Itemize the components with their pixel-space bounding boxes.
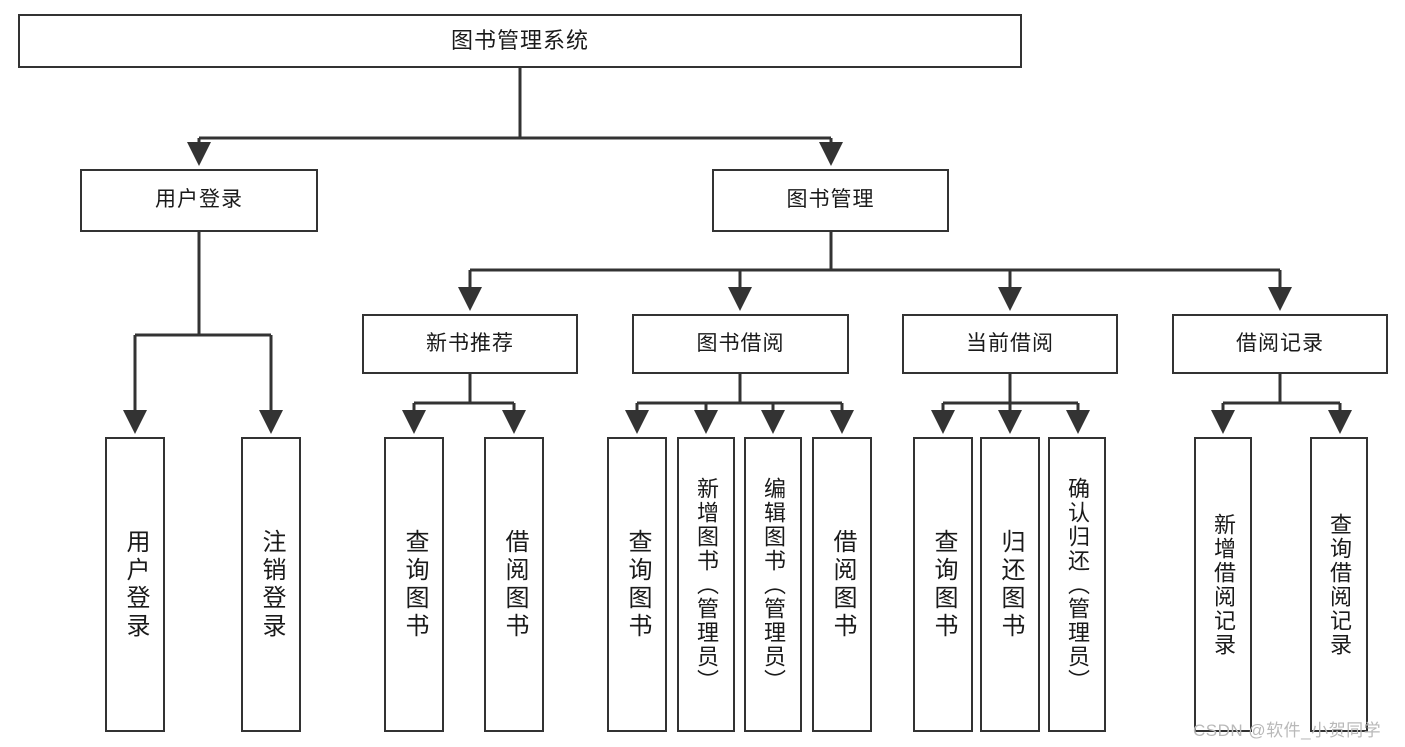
node-new-book-recommend[interactable]: 新书推荐 [362,314,578,374]
node-label: 归还图书 [997,528,1024,641]
node-label: 查询图书 [401,528,428,641]
node-label: 注销登录 [258,528,285,641]
leaf-add-borrow-record[interactable]: 新增借阅记录 [1194,437,1252,732]
leaf-add-book-admin[interactable]: 新增图书（管理员） [677,437,735,732]
node-label: 借阅记录 [1236,331,1324,355]
node-borrow-record[interactable]: 借阅记录 [1172,314,1388,374]
node-label: 借阅图书 [829,528,856,641]
leaf-user-login[interactable]: 用户登录 [105,437,165,732]
leaf-query-book-borrow[interactable]: 查询图书 [607,437,667,732]
node-label: 图书管理 [786,188,875,212]
node-current-borrow[interactable]: 当前借阅 [902,314,1118,374]
node-label: 确认归还（管理员） [1065,476,1090,693]
node-label: 新增图书（管理员） [694,476,719,693]
leaf-query-borrow-record[interactable]: 查询借阅记录 [1310,437,1368,732]
node-label: 新书推荐 [426,331,514,355]
node-label: 当前借阅 [966,331,1054,355]
leaf-confirm-return-admin[interactable]: 确认归还（管理员） [1048,437,1106,732]
leaf-query-book-new-rec[interactable]: 查询图书 [384,437,444,732]
node-label: 借阅图书 [501,528,528,641]
node-root-book-management-system[interactable]: 图书管理系统 [18,14,1022,68]
node-label: 编辑图书（管理员） [761,476,786,693]
node-label: 查询图书 [624,528,651,641]
leaf-query-book-current[interactable]: 查询图书 [913,437,973,732]
csdn-watermark: CSDN @软件_小贺同学 [1193,721,1382,740]
node-book-borrow[interactable]: 图书借阅 [632,314,849,374]
node-label: 图书借阅 [696,331,785,355]
leaf-borrow-book-borrow[interactable]: 借阅图书 [812,437,872,732]
leaf-logout-login[interactable]: 注销登录 [241,437,301,732]
node-label: 查询图书 [930,528,957,641]
leaf-borrow-book-new-rec[interactable]: 借阅图书 [484,437,544,732]
node-label: 查询借阅记录 [1327,512,1352,657]
node-user-login[interactable]: 用户登录 [80,169,318,232]
node-label: 图书管理系统 [450,28,589,54]
node-label: 新增借阅记录 [1211,512,1236,657]
node-label: 用户登录 [122,528,149,641]
node-label: 用户登录 [155,188,243,212]
leaf-edit-book-admin[interactable]: 编辑图书（管理员） [744,437,802,732]
node-book-management[interactable]: 图书管理 [712,169,949,232]
leaf-return-book[interactable]: 归还图书 [980,437,1040,732]
